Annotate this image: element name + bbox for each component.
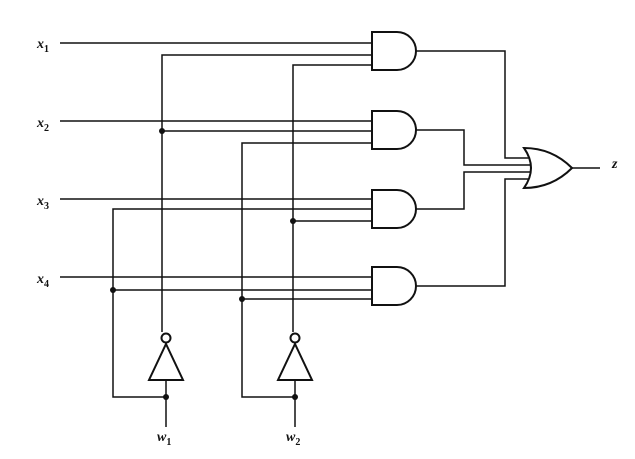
or-gate [522,146,574,190]
and-gate-1 [371,31,417,71]
inverter-w2-bubble [289,332,301,344]
inverter-w1-bubble [160,332,172,344]
junction-w1not-gate2 [159,128,165,134]
label-w2: w2 [286,430,300,448]
junction-w1-gate4 [110,287,116,293]
label-x4: x4 [36,272,49,290]
junction-w2 [292,394,298,400]
label-w1: w1 [157,430,171,448]
wire-w2-direct [241,142,372,398]
and-gate-2 [371,110,417,150]
and-gate-3 [371,189,417,229]
junction-w2not-gate3 [290,218,296,224]
wire-w1-not-bus [161,54,372,332]
wire-and4-out [416,178,531,287]
inverter-w1 [147,341,185,381]
wire-and3-out [416,171,533,210]
wire-and2-out [416,129,533,166]
label-x2: x2 [36,116,49,134]
wire-w2-not-bus [292,64,372,332]
junction-w1 [163,394,169,400]
inverter-w2 [276,341,314,381]
and-gate-4 [371,266,417,306]
label-x3: x3 [36,194,49,212]
label-x1: x1 [36,37,49,55]
junction-w2-gate4 [239,296,245,302]
label-z: z [611,157,618,172]
wire-and1-out [416,50,531,159]
